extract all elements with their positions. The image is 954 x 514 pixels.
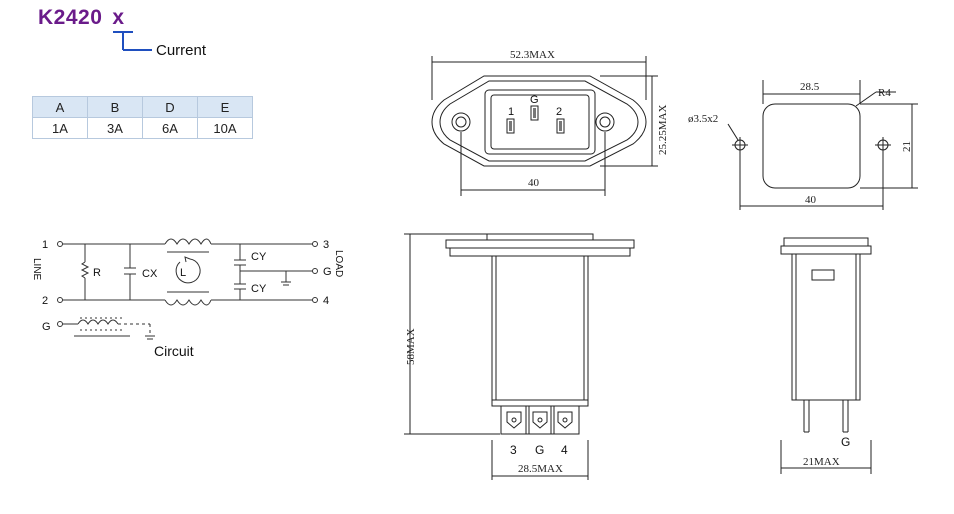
- cy-bottom-label: CY: [251, 283, 267, 295]
- front-view: [431, 56, 658, 196]
- suffix-leader: [113, 31, 152, 51]
- line-side-label: LINE: [31, 258, 42, 281]
- end-width-label: 21MAX: [803, 456, 840, 468]
- resistor-label: R: [93, 267, 101, 279]
- model-suffix: x: [112, 6, 125, 29]
- pin-1-label: 1: [508, 106, 514, 118]
- front-width-label: 52.3MAX: [510, 49, 555, 61]
- pin-2-label: 2: [556, 106, 562, 118]
- side-terminal-g-label: G: [535, 443, 544, 457]
- side-terminal-3-label: 3: [510, 443, 517, 457]
- model-title: K2420 x: [38, 6, 125, 30]
- front-hole-spacing-label: 40: [528, 177, 540, 189]
- end-view: [780, 237, 872, 474]
- table-cell: 1A: [32, 117, 88, 139]
- suffix-caption: Current: [156, 42, 207, 59]
- side-length-label: 58MAX: [405, 328, 417, 365]
- cutout-hole-spacing-label: 40: [805, 194, 817, 206]
- side-terminal-width-label: 28.5MAX: [518, 463, 563, 475]
- cx-label: CX: [142, 268, 158, 280]
- table-header-cell: A: [32, 96, 88, 118]
- circuit-diagram: [62, 238, 313, 340]
- terminal-g-left-label: G: [42, 321, 51, 333]
- cutout-height-label: 21: [901, 141, 913, 152]
- end-terminal-label: G: [841, 435, 850, 449]
- model-number: K2420: [38, 6, 103, 29]
- load-side-label: LOAD: [333, 250, 344, 277]
- cutout-view: [727, 80, 918, 210]
- terminal-2-label: 2: [42, 295, 48, 307]
- current-table: A B D E 1A 3A 6A 10A: [32, 96, 253, 139]
- cutout-hole-dia-label: ø3.5x2: [688, 113, 718, 125]
- table-header-cell: D: [142, 96, 198, 118]
- cy-top-label: CY: [251, 251, 267, 263]
- inductor-label: L: [180, 267, 186, 279]
- cutout-width-label: 28.5: [800, 81, 820, 93]
- terminal-4-label: 4: [323, 295, 329, 307]
- table-cell: 6A: [142, 117, 198, 139]
- pin-g-label: G: [530, 94, 539, 106]
- side-terminal-4-label: 4: [561, 443, 568, 457]
- table-cell: 10A: [197, 117, 253, 139]
- front-height-label: 25.25MAX: [657, 105, 669, 155]
- side-view: [404, 233, 635, 480]
- cutout-radius-label: R4: [878, 87, 891, 99]
- terminal-1-label: 1: [42, 239, 48, 251]
- table-row: 1A 3A 6A 10A: [32, 117, 253, 139]
- circuit-caption: Circuit: [154, 343, 194, 359]
- terminal-g-right-label: G: [323, 266, 332, 278]
- circuit-terminals: [57, 241, 318, 327]
- terminal-3-label: 3: [323, 239, 329, 251]
- table-cell: 3A: [87, 117, 143, 139]
